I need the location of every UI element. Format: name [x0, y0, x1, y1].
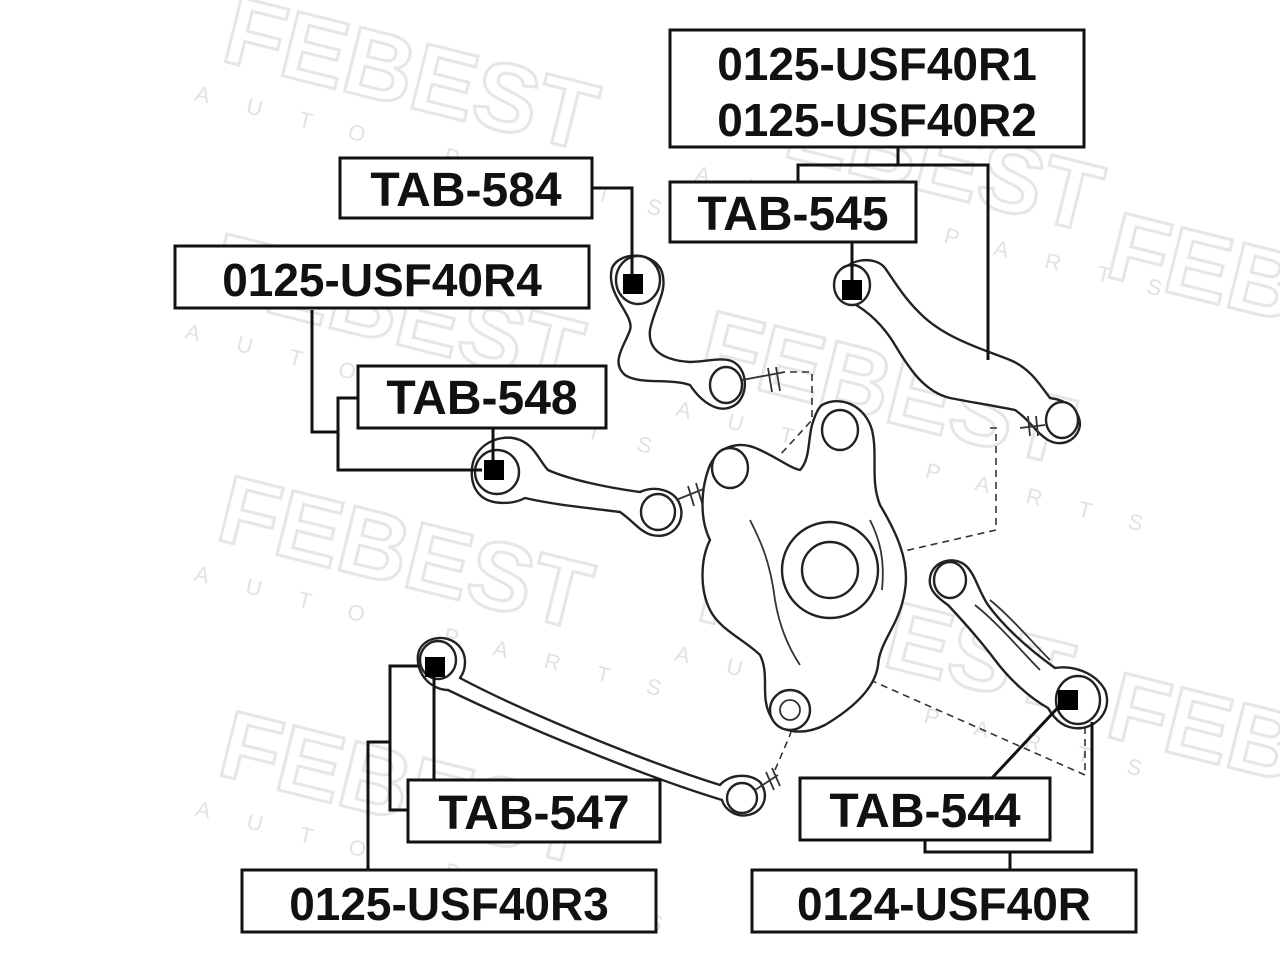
label-text-usf40r3: 0125-USF40R3: [289, 878, 609, 930]
bushing-marker-tab548: [484, 460, 504, 480]
label-text-usf40r2: 0125-USF40R2: [717, 94, 1037, 146]
upper-control-arm-left: [609, 254, 786, 410]
label-text-usf40r1: 0125-USF40R1: [717, 38, 1037, 90]
watermark-brand: FEBEST: [1098, 652, 1280, 847]
bushing-marker-tab584: [623, 274, 643, 294]
label-tab-547[interactable]: TAB-547: [406, 778, 662, 844]
part-labels: 0125-USF40R1 0125-USF40R2 TAB-545 TAB-58…: [173, 28, 1138, 934]
label-0125-usf40r4[interactable]: 0125-USF40R4: [173, 244, 591, 310]
rear-knuckle: [701, 400, 908, 733]
label-tab-584[interactable]: TAB-584: [338, 156, 594, 220]
bushing-markers: [425, 274, 1078, 710]
bushing-marker-tab544: [1058, 690, 1078, 710]
lower-link-arm: [470, 436, 707, 538]
label-0125-usf40r1-r2[interactable]: 0125-USF40R1 0125-USF40R2: [668, 28, 1086, 149]
label-tab-545[interactable]: TAB-545: [668, 180, 918, 244]
label-text-tab548: TAB-548: [386, 372, 577, 425]
bushing-marker-tab545: [842, 280, 862, 300]
label-text-usf40r: 0124-USF40R: [797, 878, 1091, 930]
watermark-brand: FEBEST: [1098, 192, 1280, 387]
label-text-tab545: TAB-545: [697, 188, 888, 241]
label-text-tab547: TAB-547: [438, 787, 629, 840]
lower-control-arm-right: [928, 559, 1109, 730]
label-tab-548[interactable]: TAB-548: [356, 364, 608, 430]
label-0124-usf40r[interactable]: 0124-USF40R: [750, 868, 1138, 934]
label-text-tab544: TAB-544: [829, 785, 1020, 838]
bushing-marker-tab547: [425, 657, 445, 677]
label-text-usf40r4: 0125-USF40R4: [222, 254, 542, 306]
label-0125-usf40r3[interactable]: 0125-USF40R3: [240, 868, 658, 934]
label-tab-544[interactable]: TAB-544: [798, 776, 1052, 842]
label-text-tab584: TAB-584: [370, 164, 561, 217]
